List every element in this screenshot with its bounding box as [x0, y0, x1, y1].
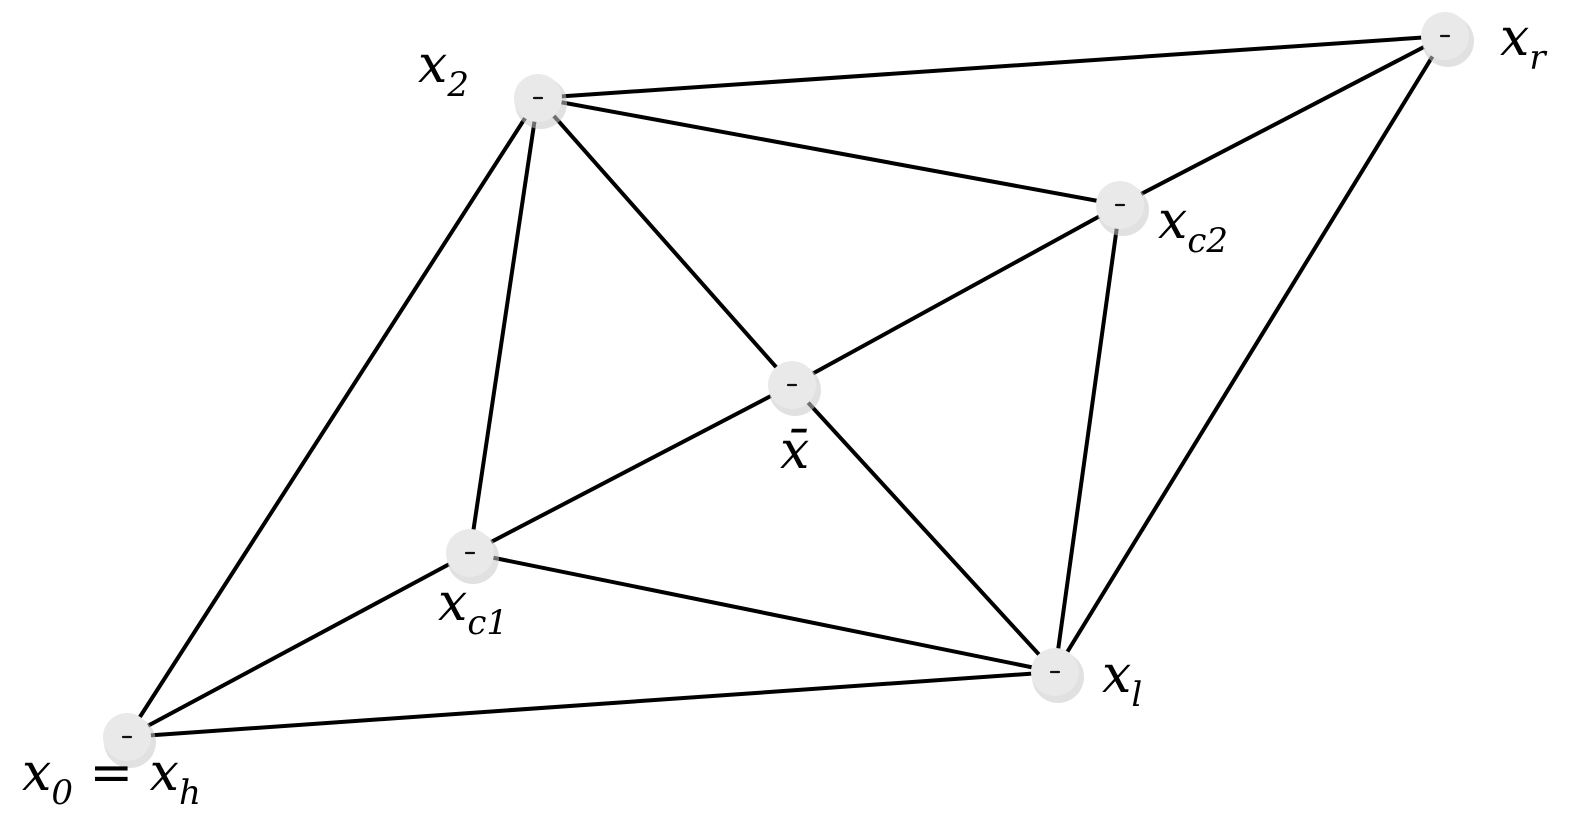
edge-xbar-xl: [790, 383, 1057, 674]
node-xl: [1031, 648, 1084, 703]
nodes: [103, 12, 1474, 768]
node-labels: x0 = xh x2 xr xc2 x̄ xc1 xl: [22, 8, 1547, 813]
label-xl: xl: [1102, 645, 1142, 715]
edge-xc1-xl: [468, 551, 1057, 674]
edges: [125, 34, 1447, 739]
label-xc2: xc2: [1158, 191, 1228, 261]
node-xc2: [1096, 181, 1149, 236]
node-xbar: [768, 361, 821, 416]
edge-xr-xl: [1053, 34, 1447, 674]
edge-x0-xc1: [125, 551, 472, 739]
label-xc1: xc1: [438, 573, 508, 643]
edge-x2-xr: [536, 34, 1447, 100]
edge-x2-xbar: [536, 96, 794, 387]
edge-x2-xc1: [468, 96, 540, 555]
label-xr: xr: [1500, 8, 1547, 78]
edge-xc2-xl: [1053, 203, 1122, 674]
label-x0: x0 = xh: [22, 743, 201, 813]
edge-xr-xc2: [1118, 34, 1447, 207]
label-x2: x2: [418, 35, 469, 105]
edge-xbar-xc1: [468, 383, 794, 555]
label-xbar: x̄: [780, 421, 809, 481]
edge-x2-xc2: [536, 96, 1122, 207]
node-x0: [103, 713, 156, 768]
node-xr: [1421, 12, 1474, 67]
edge-x0-xl: [125, 670, 1057, 739]
node-xc1: [446, 529, 499, 584]
node-x2: [514, 74, 567, 129]
edge-xc2-xbar: [790, 203, 1122, 387]
edge-x0-x2: [125, 96, 540, 739]
